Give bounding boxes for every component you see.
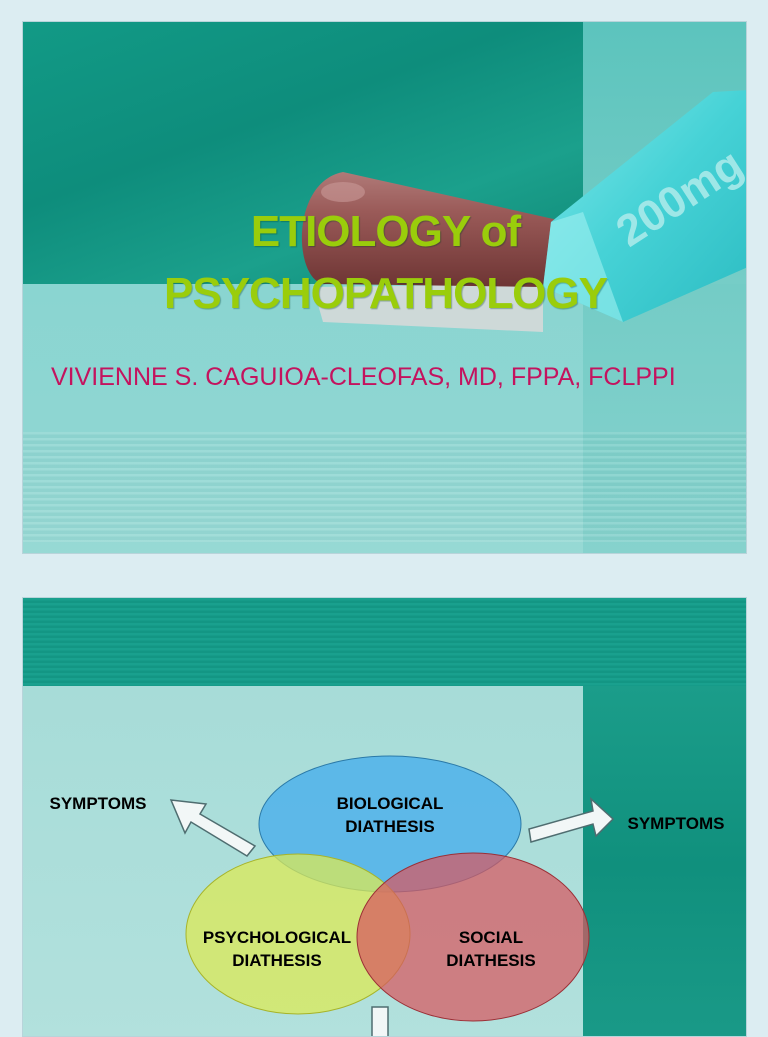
diathesis-slide: SYMPTOMS SYMPTOMS BIOLOGICAL DIATHESIS P… <box>22 597 747 1037</box>
symptoms-right-label: SYMPTOMS <box>627 814 725 833</box>
capsule-icon <box>301 90 746 332</box>
social-label-line-2: DIATHESIS <box>446 951 536 970</box>
biological-label-line-1: BIOLOGICAL <box>336 794 444 813</box>
psychological-label-line-1: PSYCHOLOGICAL <box>202 928 352 947</box>
social-label-line-1: SOCIAL <box>458 928 524 947</box>
arrow-left-icon <box>169 799 257 857</box>
social-label: SOCIAL DIATHESIS <box>421 926 561 972</box>
title-line-2: PSYCHOPATHOLOGY <box>164 269 608 318</box>
background-bottom-right <box>583 284 746 553</box>
symptoms-left-label: SYMPTOMS <box>49 794 147 813</box>
header-band <box>23 598 746 686</box>
right-panel <box>583 686 746 1036</box>
title-line-1: ETIOLOGY of <box>250 207 521 256</box>
biological-label: BIOLOGICAL DIATHESIS <box>310 792 470 838</box>
arrow-down-icon <box>371 1006 389 1036</box>
title-slide: 200mg ETIOLOGY of PSYCHOPATHOLOGY VIVIEN… <box>22 21 747 554</box>
capsule-illustration: 200mg <box>301 90 746 332</box>
psychological-label-line-2: DIATHESIS <box>232 951 322 970</box>
biological-label-line-2: DIATHESIS <box>345 817 435 836</box>
background-streaks <box>23 432 746 542</box>
arrow-right-icon <box>528 796 615 843</box>
author-line: VIVIENNE S. CAGUIOA-CLEOFAS, MD, FPPA, F… <box>51 363 676 391</box>
psychological-label: PSYCHOLOGICAL DIATHESIS <box>187 926 367 972</box>
venn-diagram <box>169 755 615 1036</box>
social-circle <box>356 852 590 1022</box>
